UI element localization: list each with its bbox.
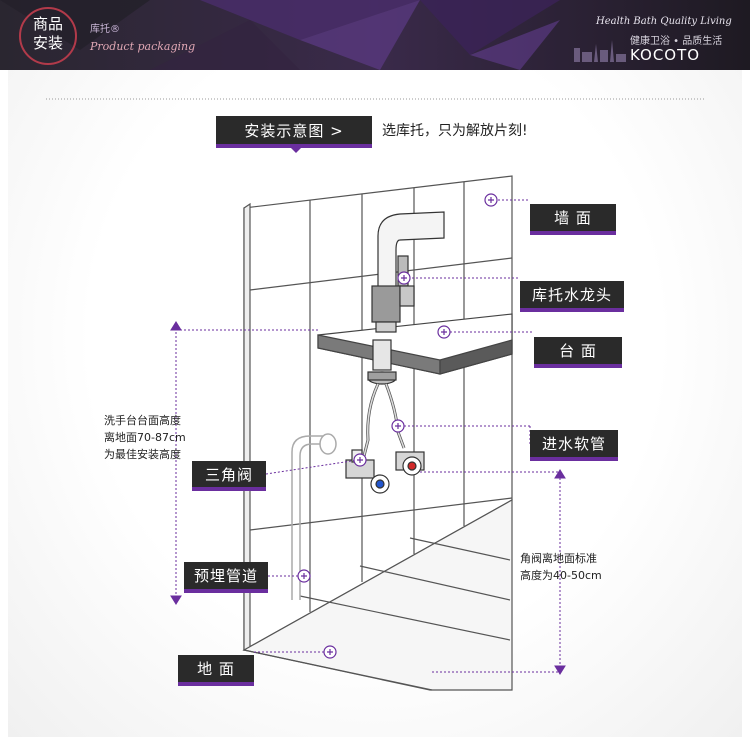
cold-valve-indicator	[375, 479, 385, 489]
wall-marker	[484, 193, 498, 207]
label-faucet-text: 库托水龙头	[531, 286, 612, 304]
label-faucet: 库托水龙头	[520, 281, 624, 312]
faucet-marker	[397, 271, 411, 285]
badge-line2: 安装	[32, 34, 63, 52]
label-angle-valve: 三角阀	[192, 461, 266, 491]
label-countertop: 台 面	[534, 337, 622, 368]
label-inlet-hose: 进水软管	[530, 430, 618, 461]
basin-note-line3: 为最佳安装高度	[104, 448, 181, 461]
valve-height-dimension	[420, 469, 566, 675]
basin-height-note: 洗手台台面高度 离地面70-87cm 为最佳安装高度	[104, 412, 186, 463]
header-banner: 商品 安装 库托® Product packaging Health Bath …	[0, 0, 750, 70]
label-floor: 地 面	[178, 655, 254, 686]
hot-valve-indicator	[407, 461, 417, 471]
diagram-title-tab: 安装示意图 >	[216, 116, 372, 148]
title-pointer-icon	[289, 146, 303, 153]
leader-lines	[254, 199, 534, 653]
label-wall: 墙 面	[530, 204, 616, 235]
label-embedded-pipe: 预埋管道	[184, 562, 268, 593]
badge-text: 商品 安装	[18, 15, 78, 53]
embedded-pipe-shape	[291, 433, 337, 600]
faucet-shape	[367, 211, 445, 385]
slogan-script: Health Bath Quality Living	[596, 16, 732, 27]
diagram-title-label: 安装示意图 >	[244, 121, 344, 140]
skyline-icon	[574, 40, 626, 62]
brand-script: Product packaging	[90, 40, 196, 53]
label-wall-text: 墙 面	[554, 209, 592, 227]
valve-height-note: 角阀离地面标准 高度为40-50cm	[520, 550, 602, 584]
tagline: 选库托，只为解放片刻!	[382, 123, 528, 139]
crystal-shape	[200, 0, 420, 40]
slogan-cn: 健康卫浴 • 品质生活	[630, 36, 723, 47]
label-countertop-text: 台 面	[559, 342, 597, 360]
badge-line1: 商品	[32, 15, 63, 33]
label-floor-text: 地 面	[197, 660, 235, 678]
marker-dots	[297, 193, 498, 659]
basin-note-line2: 离地面70-87cm	[104, 431, 186, 444]
countertop-marker	[437, 325, 451, 339]
room-structure	[242, 175, 513, 691]
valve-note-line1: 角阀离地面标准	[520, 552, 597, 565]
floor-marker	[323, 645, 337, 659]
header-background	[0, 0, 750, 70]
pipe-marker	[297, 569, 311, 583]
basin-note-line1: 洗手台台面高度	[104, 414, 181, 427]
badge-circle	[19, 7, 77, 65]
brand-logo: KOCOTO	[630, 46, 701, 64]
label-embedded-pipe-text: 预埋管道	[193, 567, 258, 585]
label-angle-valve-text: 三角阀	[204, 465, 253, 484]
label-inlet-hose-text: 进水软管	[541, 435, 606, 453]
brand-cn: 库托®	[90, 24, 120, 35]
valve-marker	[353, 453, 367, 467]
basin-height-dimension	[170, 321, 318, 605]
valve-note-line2: 高度为40-50cm	[520, 569, 602, 582]
hose-marker	[391, 419, 405, 433]
